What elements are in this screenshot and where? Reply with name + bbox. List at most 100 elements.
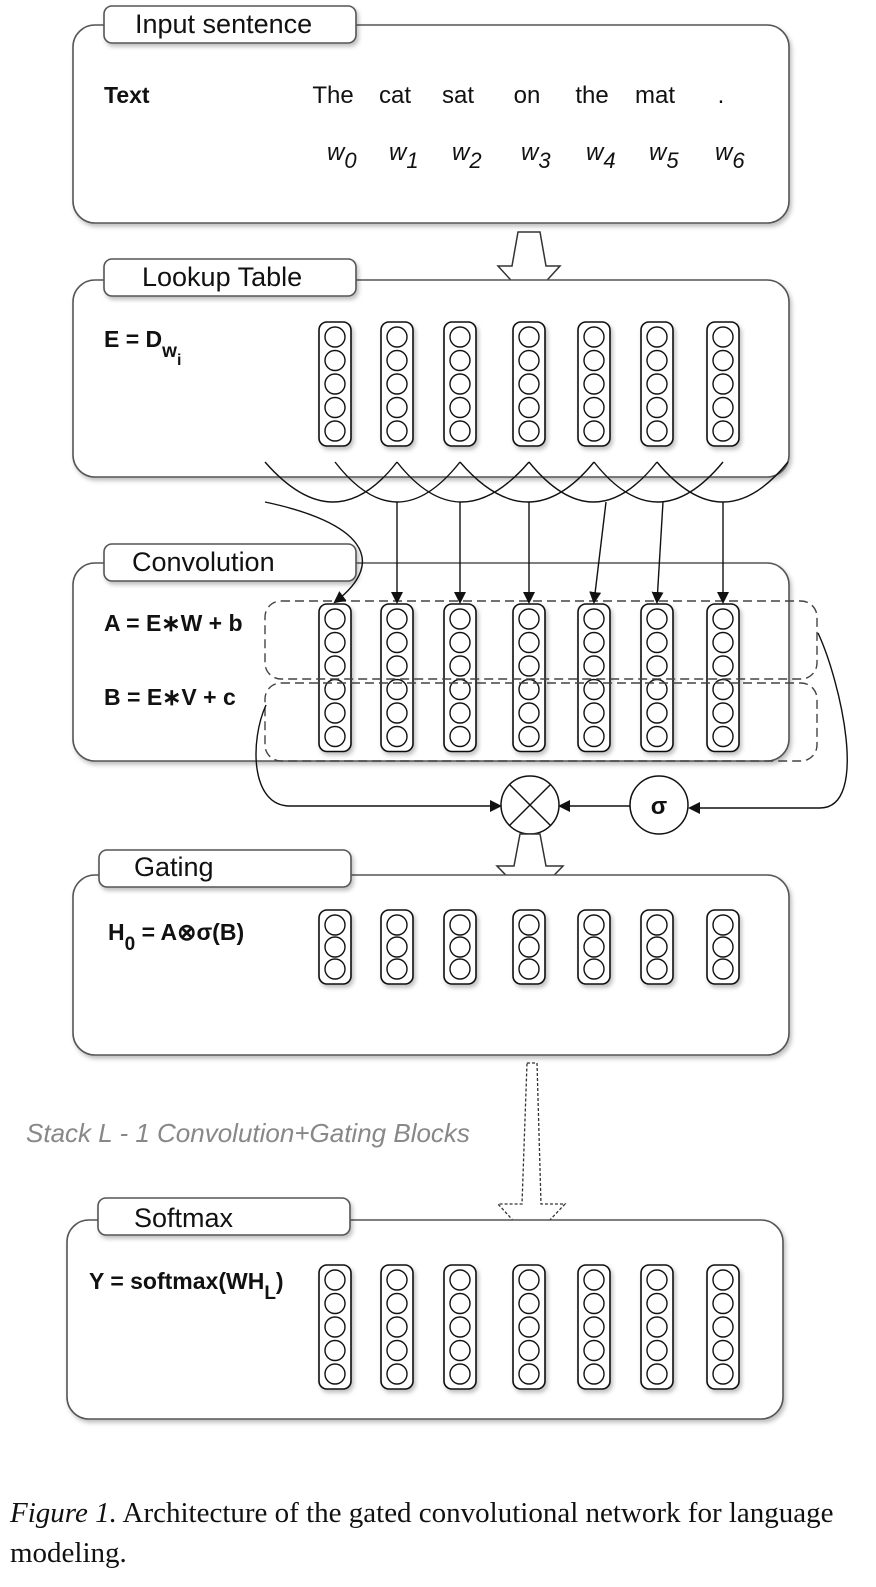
vector-unit [386, 702, 408, 724]
stack-dotted-arrow [496, 1062, 567, 1241]
gating-equation: H0 = A⊗σ(B) [108, 919, 244, 955]
vector-unit [646, 396, 668, 419]
softmax-vectors [318, 1264, 740, 1390]
vector-unit [449, 396, 471, 419]
vector-unit [386, 1292, 408, 1315]
vector-unit [646, 1292, 668, 1315]
vector-unit [449, 420, 471, 442]
vector-unit [386, 396, 408, 419]
vector-unit [646, 914, 668, 936]
vector-unit [712, 349, 734, 372]
vector-unit [386, 958, 408, 980]
word-symbol: w4 [586, 139, 616, 173]
vector-unit [449, 958, 471, 980]
embedding-vector [577, 603, 611, 753]
vector-unit [324, 396, 346, 419]
gating-title: Gating [134, 852, 214, 882]
vector-unit [386, 678, 408, 701]
embedding-vector [512, 321, 546, 447]
vector-unit [646, 725, 668, 748]
convolution-vectors [318, 603, 740, 753]
vector-unit [386, 1316, 408, 1338]
conv-input-arrow [651, 501, 664, 604]
vector-unit [583, 958, 605, 980]
vector-unit [449, 1292, 471, 1315]
conv-a-group-outline [264, 600, 818, 680]
convolution-kernel-arc [459, 461, 595, 503]
vector-unit [324, 1269, 346, 1291]
embedding-vector [640, 603, 674, 753]
word-symbol: w2 [452, 139, 482, 173]
vector-unit [449, 936, 471, 958]
embedding-vector [706, 1264, 740, 1390]
vector-unit [712, 1292, 734, 1315]
vector-unit [324, 914, 346, 936]
text-label: Text [104, 82, 150, 108]
vector-unit [386, 1363, 408, 1385]
conv-equation-b: B = E∗V + c [104, 684, 236, 710]
vector-unit [583, 326, 605, 348]
vector-unit [646, 349, 668, 372]
embedding-vector [380, 1264, 414, 1390]
vector-unit [449, 702, 471, 724]
vector-unit [449, 655, 471, 677]
vector-unit [583, 349, 605, 372]
word-symbol: w5 [649, 139, 679, 173]
vector-unit [646, 608, 668, 630]
vector-unit [518, 936, 540, 958]
embedding-vector [443, 321, 477, 447]
figure-caption: Figure 1. Architecture of the gated conv… [10, 1493, 860, 1573]
lookup-table-title: Lookup Table [142, 262, 302, 292]
vector-unit [518, 702, 540, 724]
vector-unit [386, 631, 408, 654]
vector-unit [646, 326, 668, 348]
vector-unit [518, 608, 540, 630]
softmax-panel: Softmax Y = softmax(WHL) [66, 1197, 784, 1420]
vector-unit [386, 655, 408, 677]
lookup-vectors [318, 321, 740, 447]
vector-unit [324, 420, 346, 442]
vector-unit [518, 326, 540, 348]
word-token: sat [442, 82, 474, 109]
embedding-vector [318, 909, 352, 985]
vector-unit [518, 396, 540, 419]
embedding-vector [443, 909, 477, 985]
vector-unit [386, 420, 408, 442]
vector-unit [324, 1363, 346, 1385]
embedding-vector [706, 603, 740, 753]
vector-unit [646, 936, 668, 958]
gating-panel: Gating H0 = A⊗σ(B) [72, 849, 790, 1056]
vector-unit [324, 1292, 346, 1315]
embedding-vector [380, 321, 414, 447]
vector-unit [583, 1339, 605, 1362]
vector-unit [583, 702, 605, 724]
vector-unit [518, 914, 540, 936]
vector-unit [712, 420, 734, 442]
vector-unit [583, 914, 605, 936]
vector-unit [449, 631, 471, 654]
embedding-vector [443, 603, 477, 753]
convolution-kernel-arc [264, 461, 398, 503]
vector-unit [386, 914, 408, 936]
conv-input-arrow [589, 501, 607, 604]
vector-unit [646, 655, 668, 677]
vector-unit [449, 1339, 471, 1362]
convolution-title: Convolution [132, 547, 275, 577]
word-token: The [312, 82, 353, 109]
convolution-panel: Convolution A = E∗W + b B = E∗V + c [72, 501, 818, 762]
conv-equation-a: A = E∗W + b [104, 610, 243, 636]
vector-unit [712, 702, 734, 724]
vector-unit [583, 1316, 605, 1338]
vector-unit [583, 396, 605, 419]
vector-unit [712, 1339, 734, 1362]
vector-unit [583, 608, 605, 630]
vector-unit [583, 1292, 605, 1315]
softmax-equation: Y = softmax(WHL) [89, 1268, 284, 1304]
vector-unit [324, 631, 346, 654]
vector-unit [324, 725, 346, 748]
embedding-vector [380, 909, 414, 985]
vector-unit [324, 936, 346, 958]
embedding-vector [512, 1264, 546, 1390]
vector-unit [324, 702, 346, 724]
